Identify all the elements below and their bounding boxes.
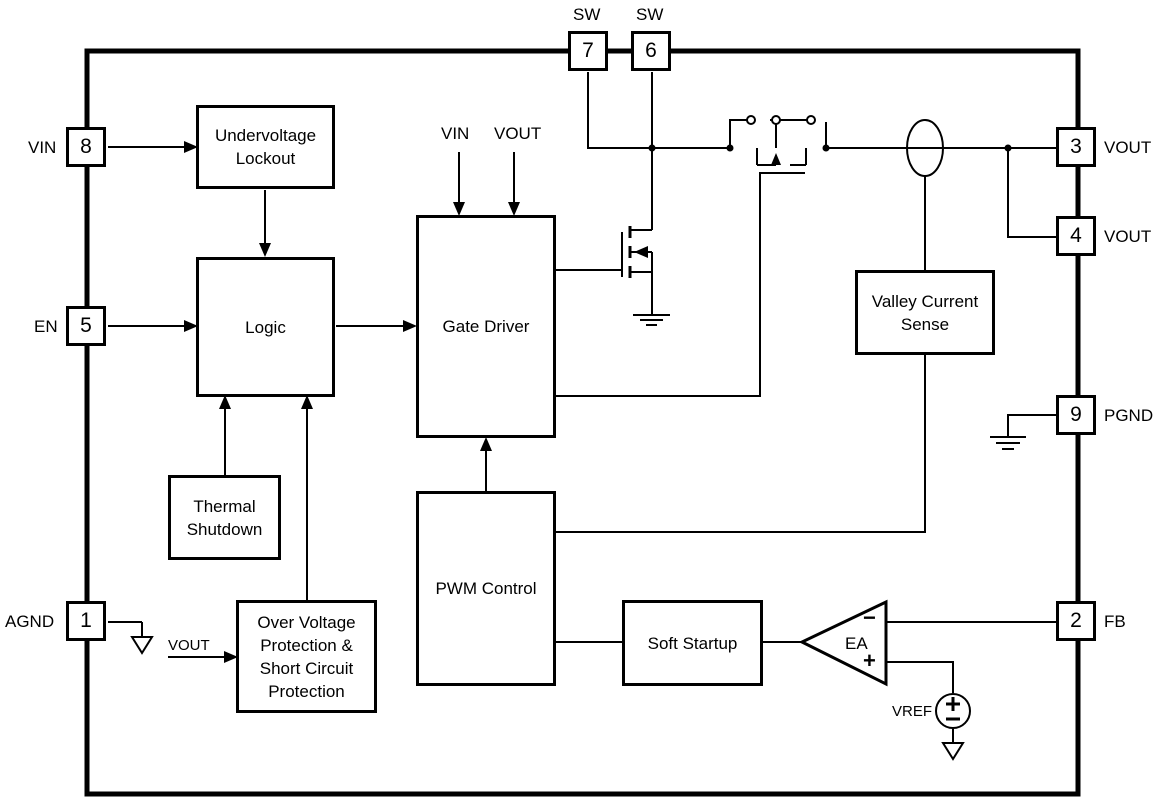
arrowheads xyxy=(184,141,781,663)
gate-driver-vout-label: VOUT xyxy=(494,124,542,143)
pin-agnd-label: AGND xyxy=(5,612,55,631)
ovp-line-1: Over Voltage xyxy=(257,612,356,632)
ovp-vout-label: VOUT xyxy=(168,637,210,654)
ea-plus-label: + xyxy=(863,648,876,673)
pin-7-number: 7 xyxy=(582,39,594,62)
pin-sw7-label: SW xyxy=(573,5,601,24)
pin-2-number: 2 xyxy=(1070,609,1082,632)
agnd-ground-icon xyxy=(130,636,154,655)
pin-6-number: 6 xyxy=(645,39,657,62)
pin-6: 6 xyxy=(631,31,671,71)
ovp-line-4: Protection xyxy=(268,681,345,701)
thermal-line-2: Shutdown xyxy=(186,519,263,539)
pin-9: 9 xyxy=(1056,395,1096,435)
pin-3-number: 3 xyxy=(1070,135,1082,158)
wires xyxy=(108,72,1056,743)
vref-label: VREF xyxy=(892,703,933,720)
pin-7: 7 xyxy=(568,31,608,71)
pin-5: 5 xyxy=(66,306,106,346)
pin-pgnd-label: PGND xyxy=(1104,406,1154,425)
ea-minus-label: − xyxy=(863,605,876,630)
pin-vout3-label: VOUT xyxy=(1104,138,1152,157)
pin-3: 3 xyxy=(1056,127,1096,167)
ea-label: EA xyxy=(845,634,868,653)
pwm-control-label: PWM Control xyxy=(435,579,537,598)
thermal-line-1: Thermal xyxy=(193,496,256,516)
valley-line-2: Sense xyxy=(900,314,950,334)
pin-4: 4 xyxy=(1056,216,1096,256)
pin-8: 8 xyxy=(66,127,106,167)
uvlo-line-2: Lockout xyxy=(235,149,296,168)
pin-fb-label: FB xyxy=(1104,612,1126,631)
pin-1-number: 1 xyxy=(80,609,92,632)
gate-driver-label: Gate Driver xyxy=(442,317,530,336)
switch-contacts xyxy=(746,115,816,125)
ovp-block: Over Voltage Protection & Short Circuit … xyxy=(236,600,377,713)
soft-startup-label: Soft Startup xyxy=(647,633,738,653)
pin-1: 1 xyxy=(66,601,106,641)
logic-label: Logic xyxy=(245,317,286,337)
pin-en-label: EN xyxy=(34,317,58,336)
error-amplifier xyxy=(798,599,888,687)
vref-ground-icon xyxy=(941,742,965,761)
pin-sw6-label: SW xyxy=(636,5,664,24)
gate-driver-block: Gate Driver xyxy=(416,215,556,438)
pin-5-number: 5 xyxy=(80,314,92,337)
ovp-line-3: Short Circuit xyxy=(259,658,354,678)
pin-vout4-label: VOUT xyxy=(1104,227,1152,246)
pin-vin-label: VIN xyxy=(28,138,57,157)
pin-8-number: 8 xyxy=(80,135,92,158)
soft-startup-block: Soft Startup xyxy=(622,600,763,686)
pin-2: 2 xyxy=(1056,601,1096,641)
current-sense-loop xyxy=(906,119,944,177)
gate-driver-vin-label: VIN xyxy=(441,124,470,143)
pin-4-number: 4 xyxy=(1070,224,1082,247)
pin-9-number: 9 xyxy=(1070,403,1082,426)
valley-line-1: Valley Current xyxy=(871,291,979,311)
vref-polarity-icon xyxy=(946,697,960,721)
uvlo-line-1: Undervoltage xyxy=(214,126,317,145)
ovp-line-2: Protection & xyxy=(260,635,353,655)
logic-block: Logic xyxy=(196,257,335,397)
pwm-control-block: PWM Control xyxy=(416,491,556,686)
junction-dots xyxy=(648,144,1012,152)
